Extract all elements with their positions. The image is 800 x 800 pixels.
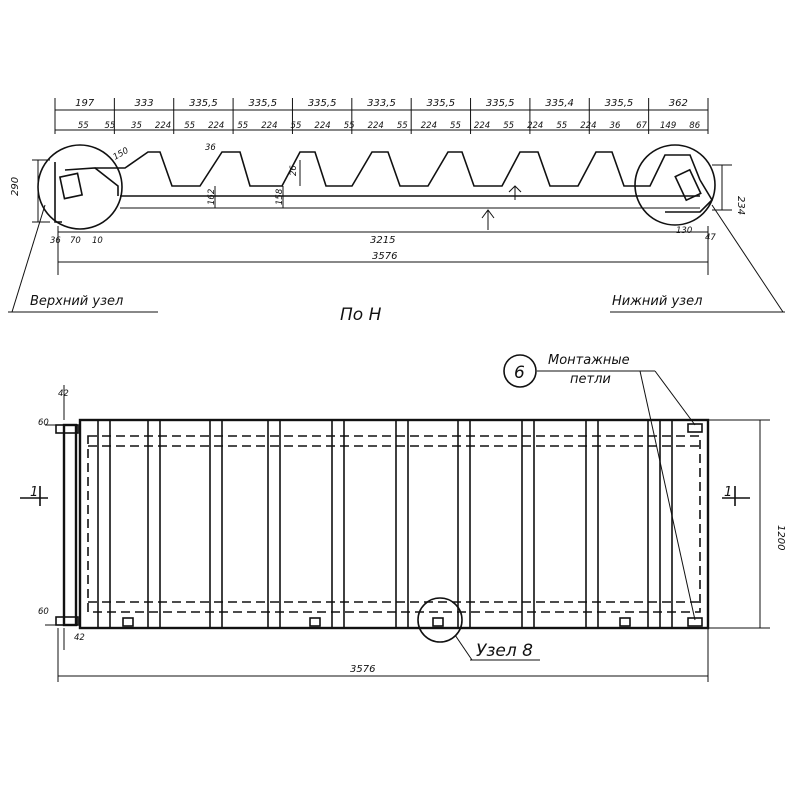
bottom-left-dim-3: 10 [92,236,103,246]
lower-node-circle [634,144,716,226]
segment-dim-label: 197 [75,98,95,109]
inner-h3: 26 [289,165,299,176]
height-right: 234 [735,196,746,215]
right-small-dim-2: 47 [705,233,716,243]
profile-view: 197 333 335,5 335,5 335,5 333,5 335,5 335,5 335,… [8,98,785,325]
segment-dim-label: 335,5 [189,98,218,109]
sub-dim-label: 55 [291,121,302,131]
top-left-dim-2: 60 [38,418,49,428]
sub-dim-label: 55 [78,121,89,131]
segment-dim-label: 335,5 [248,98,277,109]
sub-dim-label: 224 [527,121,543,131]
callout-circle [503,354,537,388]
sub-dim-label: 224 [474,121,490,131]
angle-label: 150 [112,146,131,163]
segment-dim-label: 335,5 [427,98,456,109]
corrugated-profile [95,151,701,187]
node-8-label: Узел 8 [476,641,533,661]
rib-thickness: 36 [205,143,216,153]
segment-dim-label: 335,5 [486,98,515,109]
top-left-dim-1: 42 [58,389,69,399]
sub-dim-label: 86 [689,121,700,131]
sub-dim-label: 55 [450,121,461,131]
sub-dim-label: 55 [344,121,355,131]
sub-dim-label: 224 [580,121,596,131]
panel-outline [78,418,710,630]
segment-dim-label: 333,5 [367,98,396,109]
view-label: По Н [340,305,382,325]
upper-node-label: Верхний узел [30,294,123,309]
section-mark-left: 1 [30,485,38,500]
segment-dim-label: 333 [134,98,153,109]
segment-dim-label: 335,4 [545,98,574,109]
sub-dim-label: 224 [155,121,171,131]
callout-number: 6 [514,363,525,383]
segment-dim-label: 335,5 [605,98,634,109]
sub-dim-label: 35 [131,121,142,131]
sub-dim-label: 55 [556,121,567,131]
sub-dim-label: 224 [368,121,384,131]
plan-total-length: 3576 [350,664,375,675]
lower-node-label: Нижний узел [612,294,702,309]
sub-dim-label: 55 [237,121,248,131]
segment-dim-label: 362 [669,98,688,109]
callout-text-1: Монтажные [548,353,630,368]
inner-length: 3215 [370,235,395,246]
segment-dim-label: 335,5 [308,98,337,109]
sub-dim-label: 224 [421,121,437,131]
sub-dim-label: 55 [503,121,514,131]
height-left: 290 [10,177,21,196]
bottom-left-dim-1: 36 [50,236,61,246]
bottom-left-dim-2: 70 [70,236,81,246]
inner-h2: 158 [275,188,285,205]
sub-dim-label: 149 [660,121,676,131]
sub-dim-label: 224 [208,121,224,131]
sub-dim-label: 224 [261,121,277,131]
sub-dim-label: 55 [104,121,115,131]
sub-dim-label: 36 [610,121,621,131]
sub-dim-label: 67 [636,121,647,131]
total-length-top: 3576 [372,251,397,262]
section-mark-right: 1 [724,485,732,500]
sub-dim-label: 55 [184,121,195,131]
node-8-circle [417,597,463,643]
right-small-dim-1: 130 [676,226,692,236]
sub-dim-label: 224 [314,121,330,131]
bottom-left-dim-b: 42 [74,633,85,643]
callout-text-2: петли [570,372,611,387]
sub-dim-label: 55 [397,121,408,131]
plan-view: 42 60 60 42 1200 3576 1 1 6 Монтажные пе… [20,353,786,682]
inner-h1: 162 [207,189,217,205]
bottom-left-dim-a: 60 [38,607,49,617]
plan-height: 1200 [775,525,786,550]
